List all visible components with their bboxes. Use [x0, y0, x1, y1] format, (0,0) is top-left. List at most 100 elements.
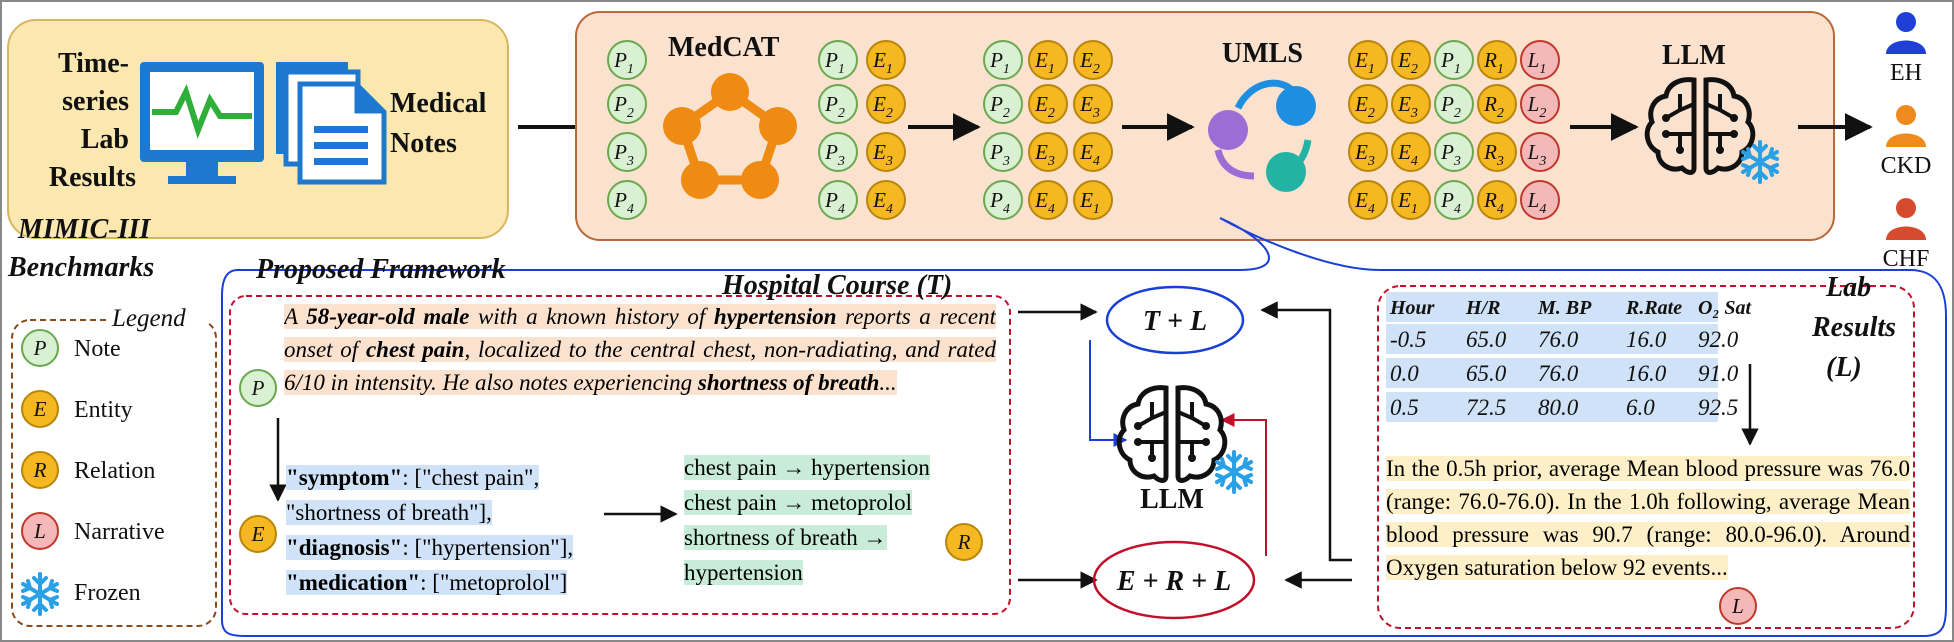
spacer: [1286, 560, 1356, 580]
node-P3: P3: [983, 132, 1023, 172]
relation-line: shortness of breath →: [684, 525, 887, 550]
node-P4: P4: [1434, 180, 1474, 220]
lab-cell: 80.0: [1538, 395, 1579, 420]
lab-header-cell: O₂ Sat: [1698, 297, 1753, 319]
lab-header-cell: R.Rate: [1625, 297, 1682, 319]
outcome-label: CKD: [1881, 153, 1932, 179]
person-icon: [1886, 105, 1926, 147]
outcome-ckd: CKD: [1881, 105, 1932, 179]
node-E2: E2: [1028, 84, 1068, 124]
relation-line: chest pain → metoprolol: [684, 490, 913, 515]
node-P4: P4: [983, 180, 1023, 220]
node-E1: E1: [1073, 180, 1113, 220]
framework-outline: [221, 217, 1947, 637]
legend-item-label: Frozen: [74, 580, 141, 606]
entity-line: "medication": ["metoprolol"]: [286, 570, 568, 595]
lab-cell: 76.0: [1538, 327, 1579, 352]
svg-text:L: L: [1731, 594, 1744, 618]
documents-icon: [276, 62, 387, 185]
center-brain-icon: [1119, 388, 1225, 481]
node-E3: E3: [1028, 132, 1068, 172]
outcome-eh: EH: [1886, 12, 1926, 86]
lab-row-bg: [1386, 324, 1718, 354]
erl-formula: E + R + L: [1116, 566, 1231, 597]
lab-cell: 65.0: [1466, 361, 1507, 386]
tl-formula: T + L: [1143, 306, 1207, 337]
legend-E-node: E: [21, 390, 59, 428]
node-L1: L1: [1520, 40, 1560, 80]
lab-header-cell: H/R: [1465, 297, 1500, 319]
node-P2: P2: [983, 84, 1023, 124]
node-P1: P1: [1434, 40, 1474, 80]
node-E4: E4: [1391, 132, 1431, 172]
note-segment: 58-year-old male: [306, 304, 470, 329]
lab-cell: 72.5: [1466, 395, 1506, 420]
lab-results-title: Lab Results (L): [1811, 272, 1903, 383]
lab-cell: 92.0: [1698, 327, 1739, 352]
entity-marker: E: [239, 515, 277, 553]
note-segment: A: [284, 304, 307, 329]
note-marker: P: [239, 369, 277, 407]
node-P1: P1: [818, 40, 858, 80]
node-P4: P4: [607, 180, 647, 220]
umls-icon: [1208, 79, 1316, 192]
snowflake-icon: [21, 572, 59, 616]
legend-item: L Narrative: [21, 512, 165, 550]
svg-text:R: R: [957, 530, 971, 554]
node-E4: E4: [866, 180, 906, 220]
svg-text:L: L: [33, 519, 46, 543]
lab-cell: 65.0: [1466, 327, 1507, 352]
lab-cell: 16.0: [1626, 327, 1667, 352]
relation-line: chest pain → hypertension: [684, 455, 930, 480]
lab-row-bg: [1386, 392, 1718, 422]
clinical-note-text: A 58-year-old male with a known history …: [284, 300, 996, 399]
svg-text:E: E: [251, 522, 265, 546]
legend-item: Frozen: [21, 572, 141, 616]
relation-marker: R: [945, 523, 983, 561]
lab-cell: 16.0: [1626, 361, 1667, 386]
relation-node: R: [945, 523, 983, 561]
relations-list-container: chest pain → hypertension chest pain → me…: [684, 455, 930, 585]
arrow-tl-to-llm: [1089, 340, 1128, 447]
svg-text:R: R: [33, 458, 47, 482]
node-E3: E3: [1348, 132, 1388, 172]
person-icon: [1886, 198, 1926, 240]
node-P3: P3: [1434, 132, 1474, 172]
node-P2: P2: [607, 84, 647, 124]
umls-label: UMLS: [1222, 38, 1303, 69]
outcome-label: CHF: [1883, 246, 1930, 272]
node-R3: R3: [1477, 132, 1517, 172]
legend-L-node: L: [21, 512, 59, 550]
person-icon: [1886, 12, 1926, 54]
framework-title: Proposed Framework: [255, 254, 506, 285]
node-P1: P1: [607, 40, 647, 80]
medcat-icon: [663, 73, 797, 199]
outcome-chf: CHF: [1883, 198, 1930, 272]
svg-text:P: P: [33, 336, 47, 360]
erl-ellipse: [1092, 540, 1256, 620]
narrative-marker: L: [1719, 587, 1757, 625]
node-L4: L4: [1520, 180, 1560, 220]
legend-item-label: Relation: [74, 458, 155, 484]
legend-item-label: Note: [74, 336, 121, 362]
legend-R-node: R: [21, 451, 59, 489]
node-P4: P4: [818, 180, 858, 220]
legend-item-label: Narrative: [74, 519, 165, 545]
node-L3: L3: [1520, 132, 1560, 172]
legend-item: R Relation: [21, 451, 155, 489]
entities-json: "symptom": ["chest pain","shortness of b…: [286, 460, 616, 600]
benchmark-label: MIMIC-III Benchmarks: [7, 214, 157, 283]
node-P3: P3: [607, 132, 647, 172]
node-E1: E1: [1391, 180, 1431, 220]
node-P2: P2: [818, 84, 858, 124]
svg-text:P: P: [251, 376, 265, 400]
lab-row-bg: [1386, 358, 1718, 388]
lab-header-cell: M. BP: [1537, 297, 1592, 319]
